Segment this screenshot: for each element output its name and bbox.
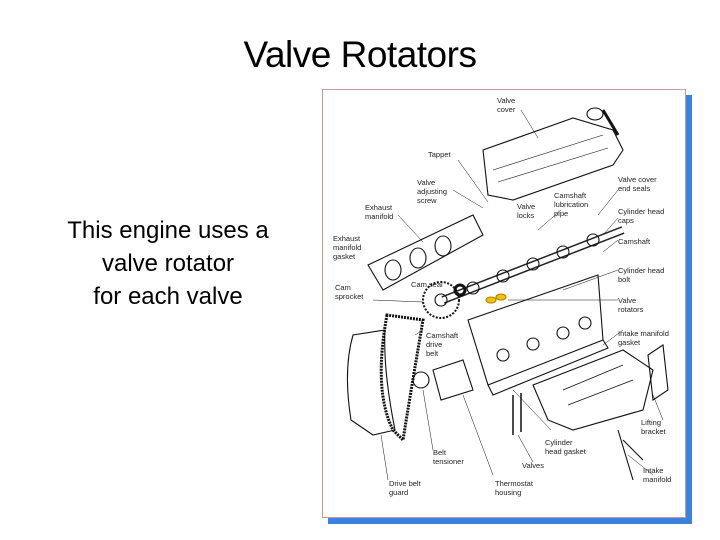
valve-cover-shape: [482, 117, 624, 201]
label-belt-tensioner: Belt tensioner: [433, 448, 464, 466]
label-tappet: Tappet: [428, 150, 451, 159]
label-cylinder-head-caps: Cylinder head caps: [618, 207, 665, 225]
slide-title: Valve Rotators: [243, 34, 477, 75]
label-cam-sprocket: Cam sprocket: [335, 283, 364, 301]
label-drive-belt-guard: Drive belt guard: [389, 479, 421, 497]
engine-drawing: [346, 107, 669, 481]
label-valve-cover-end-seals: Valve cover end seals: [618, 175, 657, 193]
cylinder-head-shape: [467, 274, 604, 386]
label-camshaft-lubrication-pipe: Camshaft lubrication pipe: [554, 191, 589, 218]
cam-sprocket-shape: [422, 281, 460, 319]
label-intake-manifold: Intake manifold: [643, 466, 672, 484]
drive-belt-shape: [379, 313, 425, 444]
label-valve-rotators: Valve rotators: [618, 296, 644, 314]
label-exhaust-manifold: Exhaust manifold: [365, 203, 394, 221]
label-cylinder-head-bolt: Cylinder head bolt: [618, 266, 665, 284]
body-line: This engine uses a: [67, 217, 269, 244]
intake-manifold-shape: [532, 349, 654, 431]
label-valves: Valves: [522, 461, 544, 470]
label-valve-cover: Valve cover: [497, 96, 516, 114]
label-cam-seal: Cam seal: [411, 280, 443, 289]
label-lifting-bracket: Lifting bracket: [641, 418, 666, 436]
slide-body-text: This engine uses a valve rotator for eac…: [40, 214, 296, 313]
label-valve-locks: Valve locks: [517, 202, 536, 220]
valve-rotator-highlight: [485, 296, 497, 304]
belt-guard-shape: [346, 329, 396, 436]
label-thermostat-housing: Thermostat housing: [495, 479, 533, 497]
label-intake-manifold-gasket: Intake manifold gasket: [618, 329, 669, 347]
label-cylinder-head-gasket: Cylinder head gasket: [545, 438, 586, 456]
label-camshaft-drive-belt: Camshaft drive belt: [426, 331, 459, 358]
label-valve-adjusting-screw: Valve adjusting screw: [417, 178, 448, 205]
exhaust-manifold-shape: [367, 214, 484, 291]
label-exhaust-manifold-gasket: Exhaust manifold gasket: [333, 234, 362, 261]
body-line: valve rotator: [101, 250, 235, 277]
body-line: for each valve: [93, 283, 243, 310]
engine-exploded-diagram: Valve cover Tappet Valve adjusting screw…: [322, 89, 686, 518]
label-camshaft: Camshaft: [618, 237, 651, 246]
